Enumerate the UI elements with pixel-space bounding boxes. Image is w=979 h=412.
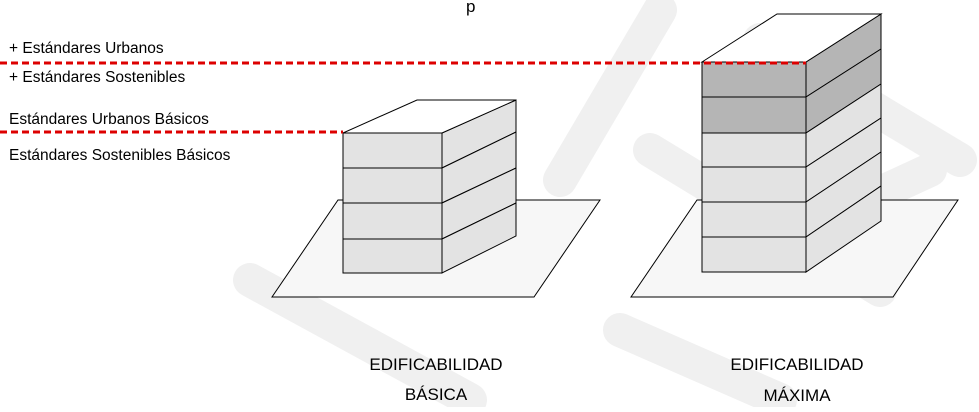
building-basic	[271, 99, 601, 298]
label-basic-sustainable-standards: Estándares Sostenibles Básicos	[9, 147, 231, 164]
watermark-stroke-1	[233, 263, 487, 412]
front-face-max-floor-4	[701, 166, 807, 203]
front-face-basic-floor-2	[342, 167, 443, 204]
front-face-max-floor-5	[701, 201, 807, 238]
front-face-basic-floor-1	[342, 132, 443, 169]
caption-basic-line1: EDIFICABILIDAD	[369, 355, 502, 374]
watermark-stroke-2	[543, 0, 677, 197]
front-face-basic-floor-3	[342, 202, 443, 240]
caption-max-line1: EDIFICABILIDAD	[730, 355, 863, 374]
label-basic-urban-standards: Estándares Urbanos Básicos	[9, 111, 209, 128]
front-face-max-floor-6	[701, 236, 807, 273]
caption-basic-line2: BÁSICA	[405, 385, 468, 404]
label-plus-sustainable-standards: + Estándares Sostenibles	[9, 69, 185, 86]
caption-max-line2: MÁXIMA	[763, 386, 831, 405]
front-face-basic-floor-4	[342, 238, 443, 274]
roof-basic	[342, 99, 517, 134]
building-max	[630, 13, 959, 298]
label-plus-urban-standards: + Estándares Urbanos	[9, 40, 164, 57]
front-face-max-floor-2	[701, 96, 807, 134]
top-cut-glyph: p	[466, 0, 475, 16]
watermark-stroke-6	[603, 313, 797, 412]
front-face-max-floor-1	[701, 61, 807, 98]
front-face-max-floor-3	[701, 132, 807, 168]
